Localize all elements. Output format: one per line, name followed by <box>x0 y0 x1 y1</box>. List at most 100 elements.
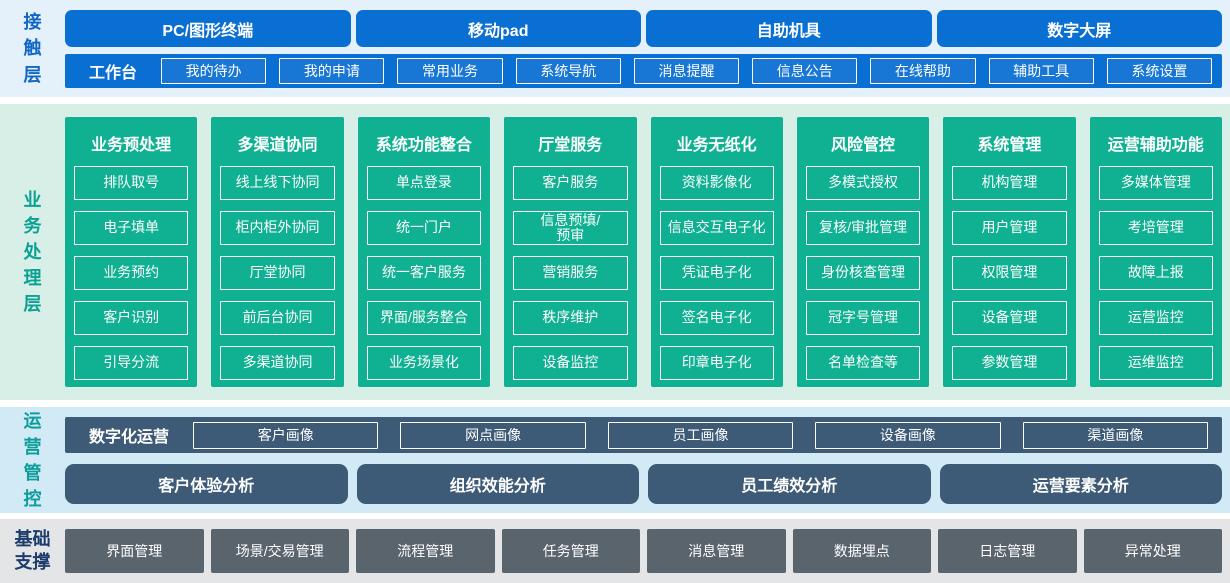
business-column-item: 单点登录 <box>366 166 482 200</box>
business-column-item: 冠字号管理 <box>805 301 921 335</box>
business-column-items: 资料影像化 信息交互电子化 凭证电子化 签名电子化 印章电子化 <box>659 166 774 380</box>
business-column-item: 厅堂协同 <box>220 256 335 290</box>
business-column-title: 运营辅助功能 <box>1107 137 1204 154</box>
business-columns: 业务预处理 排队取号 电子填单 业务预约 客户识别 <box>65 117 1222 387</box>
operations-layer-rail: 运营管控 <box>0 407 65 513</box>
business-column-item: 权限管理 <box>952 256 1067 290</box>
channel-bar: 移动pad <box>355 10 641 47</box>
business-column: 多渠道协同 线上线下协同 柜内柜外协同 厅堂协同 前后台协同 <box>211 117 344 387</box>
business-column-item: 身份核查管理 <box>805 256 921 290</box>
contact-layer-rail: 接触层 <box>0 0 65 97</box>
analysis-bar: 运营要素分析 <box>939 464 1222 504</box>
workbench-item: 我的申请 <box>279 58 385 84</box>
support-layer-content: 界面管理 场景/交易管理 流程管理 任务管理 消息管理 数据埋点 日志管理 异常… <box>65 519 1230 583</box>
business-column-item: 参数管理 <box>952 346 1067 380</box>
business-column-item: 排队取号 <box>74 166 189 200</box>
business-column-item: 线上线下协同 <box>220 166 335 200</box>
business-column-items: 多模式授权 复核/审批管理 身份核查管理 冠字号管理 名单检查等 <box>805 166 921 380</box>
business-column-item: 电子填单 <box>74 211 189 245</box>
analysis-row: 客户体验分析 组织效能分析 员工绩效分析 运营要素分析 <box>65 464 1222 504</box>
business-column-items: 排队取号 电子填单 业务预约 客户识别 引导分流 <box>74 166 189 380</box>
business-column-item: 引导分流 <box>74 346 189 380</box>
business-column-item: 复核/审批管理 <box>805 211 921 245</box>
business-column-title: 系统功能整合 <box>375 137 472 154</box>
business-column-title: 厅堂服务 <box>538 137 603 154</box>
workbench-item: 常用业务 <box>397 58 503 84</box>
business-column-item: 业务预约 <box>74 256 189 290</box>
analysis-bar: 客户体验分析 <box>65 464 348 504</box>
business-column-item: 运维监控 <box>1098 346 1213 380</box>
channel-bar: 数字大屏 <box>936 10 1222 47</box>
workbench-item: 我的待办 <box>161 58 267 84</box>
support-item: 数据埋点 <box>792 529 931 573</box>
operations-layer-band: 运营管控 数字化运营 客户画像 网点画像 员工画像 设备画像 渠道画像 <box>0 407 1230 513</box>
support-item: 场景/交易管理 <box>210 529 349 573</box>
business-column-item: 故障上报 <box>1098 256 1213 290</box>
support-item: 消息管理 <box>647 529 786 573</box>
portrait-item: 设备画像 <box>815 421 1001 449</box>
channel-bar: PC/图形终端 <box>65 10 351 47</box>
business-column-item: 设备监控 <box>513 346 628 380</box>
business-layer-band: 业务处理层 业务预处理 排队取号 电子填单 业务预 <box>0 104 1230 400</box>
business-column-item: 业务场景化 <box>366 346 482 380</box>
digital-ops-label: 数字化运营 <box>88 429 169 446</box>
business-column-item: 信息预填/ 预审 <box>513 211 628 245</box>
business-column-items: 线上线下协同 柜内柜外协同 厅堂协同 前后台协同 多渠道协同 <box>220 166 335 380</box>
digital-ops-items: 客户画像 网点画像 员工画像 设备画像 渠道画像 <box>193 421 1209 449</box>
business-column: 风险管控 多模式授权 复核/审批管理 身份核查管理 冠字号管理 <box>796 117 930 387</box>
channel-bar: 自助机具 <box>646 10 932 47</box>
business-column-item: 运营监控 <box>1098 301 1213 335</box>
business-column-items: 机构管理 用户管理 权限管理 设备管理 参数管理 <box>952 166 1067 380</box>
business-column-items: 客户服务 信息预填/ 预审 营销服务 秩序维护 设备监控 <box>513 166 628 380</box>
business-column-item: 印章电子化 <box>659 346 774 380</box>
business-column-title: 业务无纸化 <box>676 137 757 154</box>
workbench-item: 系统导航 <box>515 58 621 84</box>
business-column-item: 考培管理 <box>1098 211 1213 245</box>
business-column-item: 信息交互电子化 <box>659 211 774 245</box>
operations-layer-content: 数字化运营 客户画像 网点画像 员工画像 设备画像 渠道画像 <box>65 407 1230 513</box>
workbench-label: 工作台 <box>88 65 137 82</box>
business-column: 系统管理 机构管理 用户管理 权限管理 设备管理 <box>943 117 1076 387</box>
business-column-item: 设备管理 <box>952 301 1067 335</box>
business-column-title: 系统管理 <box>977 137 1042 154</box>
business-column-item: 统一客户服务 <box>366 256 482 290</box>
portrait-item: 渠道画像 <box>1022 421 1209 449</box>
workbench-item: 信息公告 <box>752 58 858 84</box>
support-item: 异常处理 <box>1083 529 1222 573</box>
contact-layer-label: 接触层 <box>23 12 42 85</box>
business-column-item: 多渠道协同 <box>220 346 335 380</box>
portrait-item: 员工画像 <box>607 421 794 449</box>
business-column-title: 业务预处理 <box>91 137 172 154</box>
portrait-item: 网点画像 <box>400 421 586 449</box>
business-column-item: 统一门户 <box>366 211 482 245</box>
business-column-title: 多渠道协同 <box>237 137 318 154</box>
support-item: 任务管理 <box>501 529 640 573</box>
workbench-item: 辅助工具 <box>988 58 1094 84</box>
support-layer-band: 基础支撑 界面管理 场景/交易管理 流程管理 任务管理 消息管理 数据埋点 日志… <box>0 519 1230 583</box>
support-layer-rail: 基础支撑 <box>0 519 65 583</box>
business-column-item: 柜内柜外协同 <box>220 211 335 245</box>
support-items: 界面管理 场景/交易管理 流程管理 任务管理 消息管理 数据埋点 日志管理 异常… <box>65 529 1222 573</box>
business-column-item: 资料影像化 <box>659 166 774 200</box>
business-column: 厅堂服务 客户服务 信息预填/ 预审 营销服务 秩序维护 <box>504 117 637 387</box>
business-column-item: 签名电子化 <box>659 301 774 335</box>
portrait-item: 客户画像 <box>193 421 379 449</box>
business-column-item: 营销服务 <box>513 256 628 290</box>
support-item: 界面管理 <box>65 529 204 573</box>
support-item: 流程管理 <box>356 529 495 573</box>
workbench-item: 消息提醒 <box>633 58 740 84</box>
business-layer-label: 业务处理层 <box>23 189 42 315</box>
business-column-item: 用户管理 <box>952 211 1067 245</box>
workbench-bar: 工作台 我的待办 我的申请 常用业务 系统导航 消息提醒 信息公告 <box>65 54 1222 88</box>
workbench-item: 系统设置 <box>1106 58 1212 84</box>
business-column-item: 秩序维护 <box>513 301 628 335</box>
business-column: 运营辅助功能 多媒体管理 考培管理 故障上报 运营监控 <box>1089 117 1222 387</box>
business-column-title: 风险管控 <box>831 137 896 154</box>
business-layer-rail: 业务处理层 <box>0 104 65 400</box>
business-column-item: 机构管理 <box>952 166 1067 200</box>
digital-ops-bar: 数字化运营 客户画像 网点画像 员工画像 设备画像 渠道画像 <box>65 417 1222 453</box>
contact-layer-band: 接触层 PC/图形终端 移动pad 自助机具 数字大屏 工作台 我的待 <box>0 0 1230 97</box>
business-column-item: 凭证电子化 <box>659 256 774 290</box>
business-layer-content: 业务预处理 排队取号 电子填单 业务预约 客户识别 <box>65 104 1230 400</box>
